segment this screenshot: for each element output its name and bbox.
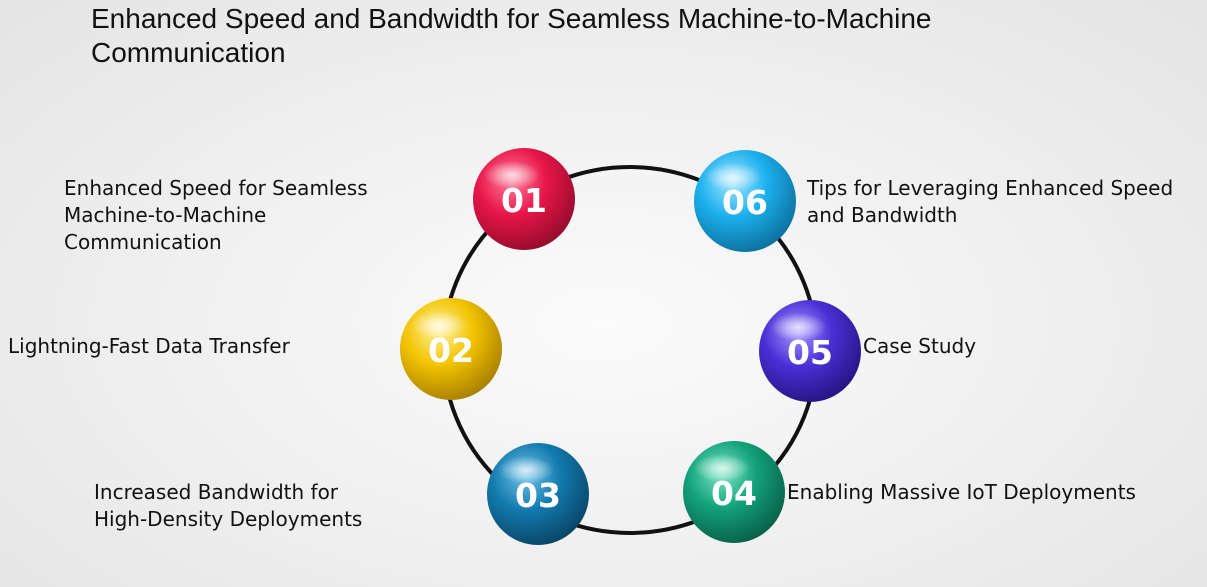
circle-node-05: 05 — [759, 300, 861, 402]
circle-node-01: 01 — [473, 148, 575, 250]
node-number-06: 06 — [722, 183, 768, 222]
item-label-04: Enabling Massive IoT Deployments — [787, 480, 1136, 504]
item-label-03: Increased Bandwidth for High-Density Dep… — [94, 480, 363, 531]
node-number-05: 05 — [787, 333, 833, 372]
circle-node-03: 03 — [487, 443, 589, 545]
circle-node-06: 06 — [694, 150, 796, 252]
page-title: Enhanced Speed and Bandwidth for Seamles… — [91, 3, 932, 68]
node-number-03: 03 — [515, 476, 561, 515]
item-label-05: Case Study — [863, 334, 977, 358]
circle-node-02: 02 — [400, 298, 502, 400]
item-label-02: Lightning-Fast Data Transfer — [8, 334, 290, 358]
item-label-06: Tips for Leveraging Enhanced Speed and B… — [807, 176, 1174, 227]
circle-node-04: 04 — [683, 441, 785, 543]
node-number-04: 04 — [711, 474, 757, 513]
item-label-01: Enhanced Speed for Seamless Machine-to-M… — [64, 176, 368, 254]
node-number-02: 02 — [428, 331, 474, 370]
node-number-01: 01 — [501, 181, 547, 220]
